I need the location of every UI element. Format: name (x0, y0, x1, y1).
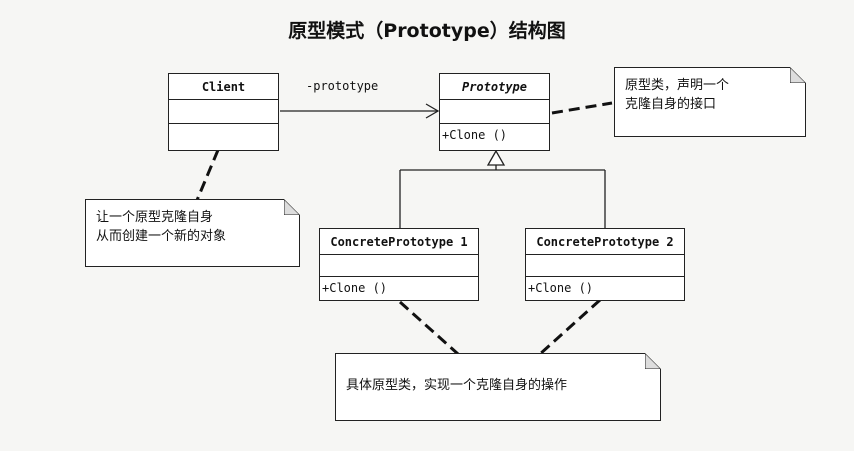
concrete-prototype-2-operations: +Clone () (528, 281, 594, 295)
prototype-attributes (440, 100, 549, 124)
prototype-note-line2: 克隆自身的接口 (625, 97, 717, 112)
prototype-class[interactable]: Prototype +Clone () (439, 73, 550, 151)
client-class-name: Client (169, 74, 278, 100)
concrete-prototype-2-name: ConcretePrototype 2 (526, 229, 684, 255)
concrete-prototype-2-class[interactable]: ConcretePrototype 2 +Clone () (525, 228, 685, 301)
client-note: 让一个原型克隆自身 从而创建一个新的对象 (85, 199, 300, 267)
note-fold-icon (645, 353, 661, 369)
diagram-title: 原型模式（Prototype）结构图 (288, 20, 566, 42)
concrete-note: 具体原型类，实现一个克隆自身的操作 (335, 353, 661, 421)
concrete-prototype-1-attributes (320, 255, 478, 277)
client-note-line1: 让一个原型克隆自身 (96, 210, 214, 225)
concrete-prototype-2-attributes (526, 255, 684, 277)
note-fold-icon (284, 199, 300, 215)
client-class[interactable]: Client (168, 73, 279, 151)
concrete-note-line1: 具体原型类，实现一个克隆自身的操作 (346, 378, 568, 393)
prototype-note-anchor (551, 101, 613, 115)
client-note-anchor (193, 149, 220, 206)
concrete-note-anchor-1 (398, 300, 460, 356)
concrete-note-anchor-2 (538, 298, 602, 356)
prototype-note: 原型类，声明一个 克隆自身的接口 (614, 67, 806, 137)
prototype-operations: +Clone () (442, 128, 508, 142)
client-attributes (169, 100, 278, 124)
association-arrowhead (425, 103, 440, 119)
note-fold-icon (790, 67, 806, 83)
concrete-prototype-1-name: ConcretePrototype 1 (320, 229, 478, 255)
client-operations (169, 124, 278, 150)
concrete-prototype-1-operations: +Clone () (322, 281, 388, 295)
association-label: -prototype (306, 79, 379, 93)
prototype-note-line1: 原型类，声明一个 (625, 78, 730, 93)
concrete-prototype-1-class[interactable]: ConcretePrototype 1 +Clone () (319, 228, 479, 301)
inheritance-triangle (486, 149, 506, 166)
prototype-class-name: Prototype (440, 74, 549, 100)
client-note-line2: 从而创建一个新的对象 (96, 229, 227, 244)
